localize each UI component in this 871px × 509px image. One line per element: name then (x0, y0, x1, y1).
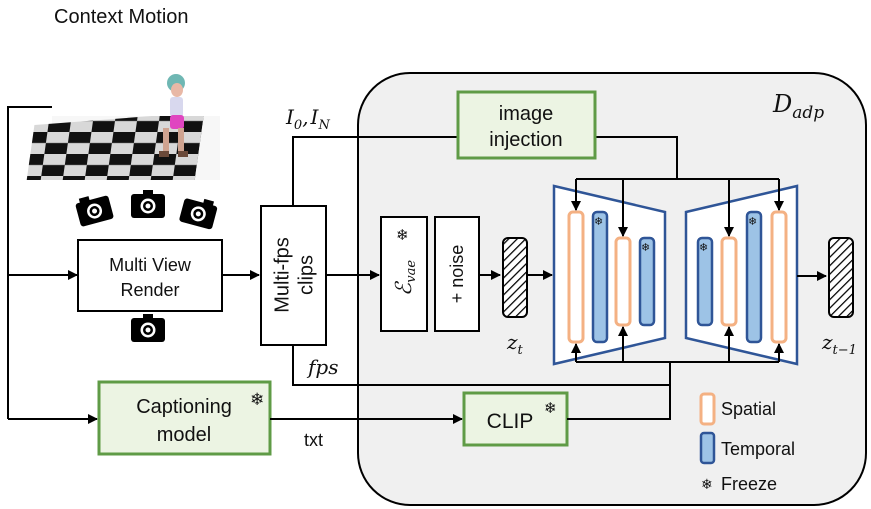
camera-icon (131, 314, 165, 342)
vae-encoder-label: ℰvae (392, 260, 419, 296)
spatial-layer (567, 210, 585, 344)
vae-encoder-box (380, 216, 428, 332)
snowflake-icon: ❄ (699, 242, 708, 254)
context-motion-image (26, 30, 220, 180)
noise-label: + noise (447, 245, 467, 304)
camera-icon (179, 198, 218, 230)
temporal-layer (745, 210, 763, 344)
zt-minus-1-label: zt−1 (821, 330, 857, 358)
character-figure (159, 74, 188, 157)
multi-view-render-label: Multi View (109, 255, 192, 275)
snowflake-icon: ❄ (594, 216, 603, 228)
legend: Spatial Temporal ❄ Freeze (699, 392, 795, 494)
legend-spatial-swatch (699, 392, 716, 426)
conditioning-bus (571, 326, 784, 363)
clip-connector (567, 362, 671, 420)
snowflake-icon: ❄ (641, 242, 650, 254)
temporal-layer (696, 236, 714, 327)
noise-box (434, 216, 480, 332)
captioning-model-label: model (157, 424, 211, 446)
camera-icon (131, 190, 165, 218)
context-motion-title: Context Motion (54, 6, 189, 28)
camera-icon (75, 195, 114, 227)
legend-spatial-label: Spatial (721, 399, 776, 419)
input-connectors (7, 106, 98, 424)
legend-temporal-label: Temporal (721, 439, 795, 459)
snowflake-icon: ❄ (250, 390, 264, 409)
i0-in-label: I0,IN (285, 105, 330, 133)
image-injection-label: image (499, 103, 553, 125)
snowflake-icon: ❄ (748, 216, 757, 228)
image-condition-connector (292, 136, 678, 206)
zt-label: zt (506, 330, 524, 358)
fps-label: fps (306, 355, 338, 379)
spatial-layer (720, 236, 738, 327)
snowflake-icon: ❄ (701, 476, 713, 492)
temporal-layer (591, 210, 609, 344)
multi-view-render-box (77, 239, 223, 312)
spatial-layer (614, 236, 632, 327)
temporal-layer (638, 236, 656, 327)
clip-label: CLIP (487, 410, 534, 433)
legend-freeze-label: Freeze (721, 474, 777, 494)
clip-box (462, 391, 569, 447)
injection-bus (571, 178, 784, 237)
zt-latent (502, 237, 528, 318)
snowflake-icon: ❄ (544, 400, 557, 417)
snowflake-icon: ❄ (396, 227, 409, 244)
legend-temporal-swatch (699, 431, 716, 465)
captioning-model-box (97, 380, 272, 456)
multi-fps-clips-label: clips (296, 255, 318, 295)
multi-view-render-label: Render (120, 280, 179, 300)
unet-decoder (684, 184, 799, 366)
spatial-layer (770, 210, 788, 344)
zt-minus-1-latent (828, 237, 854, 318)
image-injection-label: injection (489, 129, 562, 151)
multi-fps-clips-label: Multi-fps (272, 237, 294, 313)
adapter-label: Dadp (772, 90, 824, 123)
txt-label: txt (304, 430, 323, 450)
image-injection-box (456, 90, 597, 160)
captioning-model-label: Captioning (136, 396, 232, 418)
